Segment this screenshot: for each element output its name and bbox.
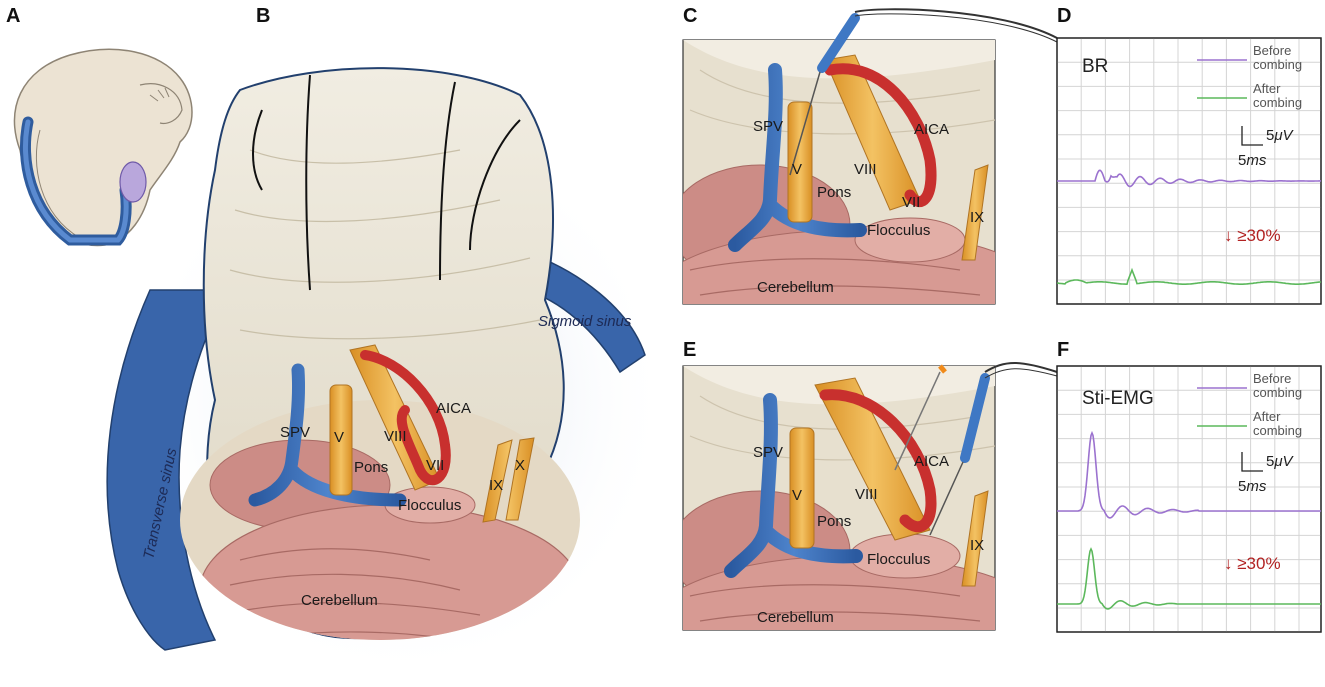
panel-d-trace: BR Before combing After combing 5μV 5ms … [1056, 37, 1322, 305]
trace-frame-d [1056, 37, 1322, 305]
label-c-flocculus: Flocculus [867, 222, 930, 239]
legend-before-f-1: Before [1253, 371, 1291, 386]
label-c-vii: VII [902, 194, 920, 211]
sigmoid-sinus-shape [519, 248, 646, 374]
label-c-v: V [792, 161, 802, 178]
label-b-cerebellum: Cerebellum [301, 592, 378, 609]
electrode-e [960, 373, 990, 463]
label-c-viii: VIII [854, 161, 877, 178]
label-e-ix: IX [970, 537, 984, 554]
scale-bar-d [1241, 126, 1263, 146]
reduction-label-f: ↓ ≥30% [1224, 554, 1281, 573]
panel-label-e: E [683, 339, 696, 361]
label-c-ix: IX [970, 209, 984, 226]
reduction-label-d: ↓ ≥30% [1224, 226, 1281, 245]
label-e-viii: VIII [855, 486, 878, 503]
label-b-viii: VIII [384, 428, 407, 445]
trace-frame-f [1056, 365, 1322, 633]
panel-label-a: A [6, 5, 20, 27]
legend-after-f-2: combing [1253, 423, 1302, 438]
panel-label-b: B [256, 5, 270, 27]
electrode-c [817, 13, 860, 73]
aica-vessel [360, 350, 451, 486]
legend-after-d-1: After [1253, 81, 1281, 96]
panel-label-d: D [1057, 5, 1071, 27]
panel-c-illustration: SPV V VIII VII AICA Pons Flocculus IX Ce… [682, 8, 1058, 305]
label-b-v: V [334, 429, 344, 446]
trace-after-d [1056, 267, 1321, 285]
label-b-vii: VII [426, 457, 444, 474]
label-b-flocculus: Flocculus [398, 497, 461, 514]
label-sigmoid-sinus: Sigmoid sinus [538, 313, 632, 330]
grid-f [1057, 366, 1321, 632]
label-b-pons: Pons [354, 459, 388, 476]
scale-bar-f [1241, 452, 1263, 472]
panel-f-trace: Sti-EMG Before combing After combing 5μV… [1056, 365, 1322, 633]
panel-b-illustration: Transverse sinus Sigmoid sinus SPV V VII… [106, 67, 670, 680]
scale-v-f: 5μV [1266, 453, 1295, 470]
label-b-ix: IX [489, 477, 503, 494]
grid-d [1057, 38, 1321, 304]
label-c-cerebellum: Cerebellum [757, 279, 834, 296]
trace-title-f: Sti-EMG [1082, 388, 1154, 409]
trace-before-f [1057, 430, 1321, 519]
label-b-aica: AICA [436, 400, 471, 417]
scale-v-d: 5μV [1266, 127, 1295, 144]
label-e-flocculus: Flocculus [867, 551, 930, 568]
legend-after-f-1: After [1253, 409, 1281, 424]
label-b-x: X [515, 457, 525, 474]
nerves-ix-x [482, 437, 535, 523]
legend-after-d-2: combing [1253, 95, 1302, 110]
label-e-cerebellum: Cerebellum [757, 609, 834, 626]
trace-before-d [1057, 169, 1321, 188]
panel-label-c: C [683, 5, 697, 27]
legend-before-d-2: combing [1253, 57, 1302, 72]
nerve-v [329, 384, 353, 496]
trace-after-f [1057, 547, 1321, 610]
label-c-spv: SPV [753, 118, 783, 135]
label-e-spv: SPV [753, 444, 783, 461]
transverse-sinus-shape [106, 289, 232, 651]
label-b-spv: SPV [280, 424, 310, 441]
scale-t-f: 5ms [1238, 478, 1267, 495]
label-e-pons: Pons [817, 513, 851, 530]
label-c-aica: AICA [914, 121, 949, 138]
skull-illustration [13, 48, 193, 247]
label-e-v: V [792, 487, 802, 504]
trace-title-d: BR [1082, 56, 1108, 77]
craniotomy-window [119, 161, 147, 203]
label-e-aica: AICA [914, 453, 949, 470]
legend-before-f-2: combing [1253, 385, 1302, 400]
legend-before-d-1: Before [1253, 43, 1291, 58]
panel-e-illustration: SPV V VIII AICA Pons Flocculus IX Cerebe… [682, 362, 1058, 631]
scale-t-d: 5ms [1238, 152, 1267, 169]
label-c-pons: Pons [817, 184, 851, 201]
panel-label-f: F [1057, 339, 1069, 361]
